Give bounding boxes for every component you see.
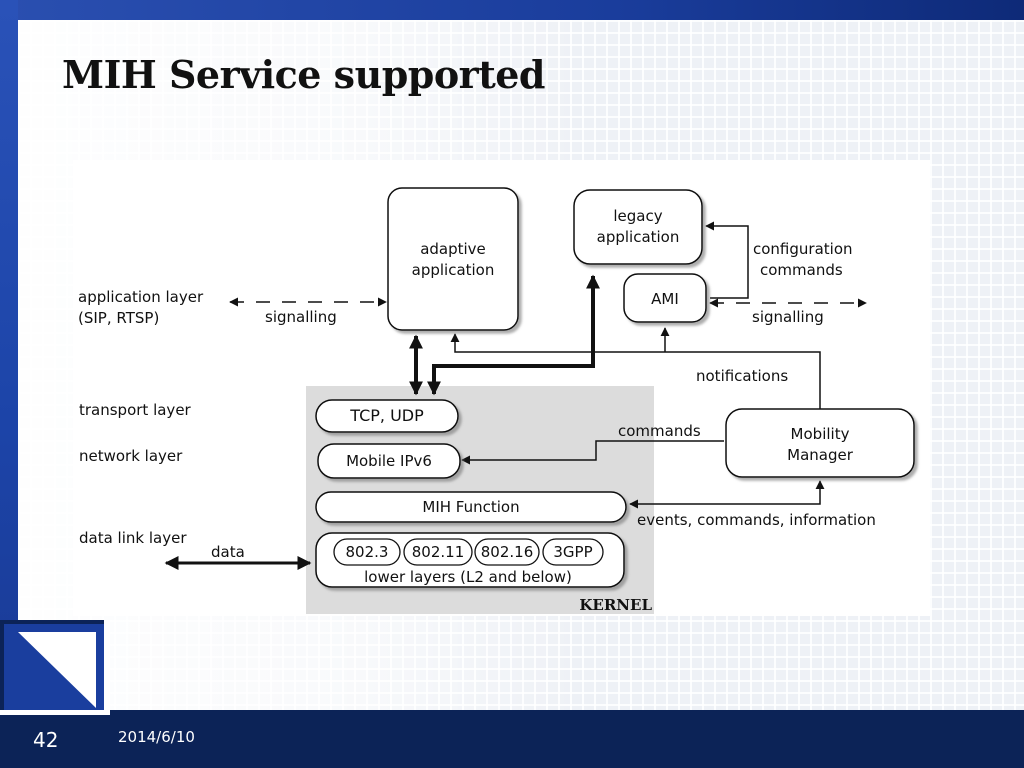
signalling-left-label: signalling — [265, 308, 337, 326]
corner-decoration — [0, 620, 110, 715]
configuration-commands-arrow — [705, 221, 749, 299]
tech-802-3-pill — [333, 538, 401, 566]
data-link-layer-label: data link layer — [79, 529, 187, 547]
mobile-ipv6-label: Mobile IPv6 — [346, 452, 432, 470]
tcp-udp-box — [315, 399, 459, 433]
legacy-tcp-arrow — [427, 274, 600, 396]
ami-label: AMI — [651, 290, 679, 308]
mih-function-box — [315, 491, 627, 523]
lower-layers-label: lower layers (L2 and below) — [364, 568, 572, 586]
slide-date: 2014/6/10 — [118, 728, 195, 746]
legacy-app-line1: legacy — [613, 207, 662, 225]
mobility-manager-line2: Manager — [787, 446, 854, 464]
tech-3gpp-pill — [542, 538, 604, 566]
application-layer-line1: application layer — [78, 288, 204, 306]
footer-bar — [0, 710, 1024, 768]
tcp-udp-label: TCP, UDP — [349, 406, 424, 425]
network-layer-label: network layer — [79, 447, 183, 465]
commands-arrow — [461, 440, 724, 465]
tech-802-11-label: 802.11 — [412, 543, 465, 561]
adaptive-app-line2: application — [412, 261, 495, 279]
left-band — [0, 0, 18, 710]
transport-layer-label: transport layer — [79, 401, 192, 419]
signalling-right-label: signalling — [752, 308, 824, 326]
slide-title: MIH Service supported — [62, 52, 546, 97]
mih-function-label: MIH Function — [422, 498, 519, 516]
adaptive-app-line1: adaptive — [420, 240, 486, 258]
tech-802-16-pill — [474, 538, 540, 566]
legacy-application-box — [573, 189, 703, 265]
events-label: events, commands, information — [637, 511, 876, 529]
adaptive-application-box — [387, 187, 519, 331]
kernel-label: KERNEL — [579, 596, 652, 614]
tech-802-16-label: 802.16 — [481, 543, 534, 561]
tech-802-3-label: 802.3 — [346, 543, 389, 561]
ami-box — [623, 273, 707, 323]
mobility-manager-box — [725, 408, 915, 478]
slide-number: 42 — [33, 728, 59, 752]
data-label: data — [211, 543, 245, 561]
configuration-commands-line2: commands — [760, 261, 843, 279]
events-arrow — [629, 480, 825, 509]
top-band — [0, 0, 1024, 20]
tech-3gpp-label: 3GPP — [553, 543, 592, 561]
mobile-ipv6-box — [317, 443, 461, 479]
tech-802-11-pill — [403, 538, 473, 566]
application-layer-line2: (SIP, RTSP) — [78, 309, 159, 327]
legacy-app-line2: application — [597, 228, 680, 246]
thick-connectors — [164, 274, 600, 570]
mobility-manager-line1: Mobility — [791, 425, 850, 443]
notifications-label: notifications — [696, 367, 788, 385]
configuration-commands-line1: configuration — [753, 240, 853, 258]
technology-pills — [333, 538, 604, 566]
commands-label: commands — [618, 422, 701, 440]
